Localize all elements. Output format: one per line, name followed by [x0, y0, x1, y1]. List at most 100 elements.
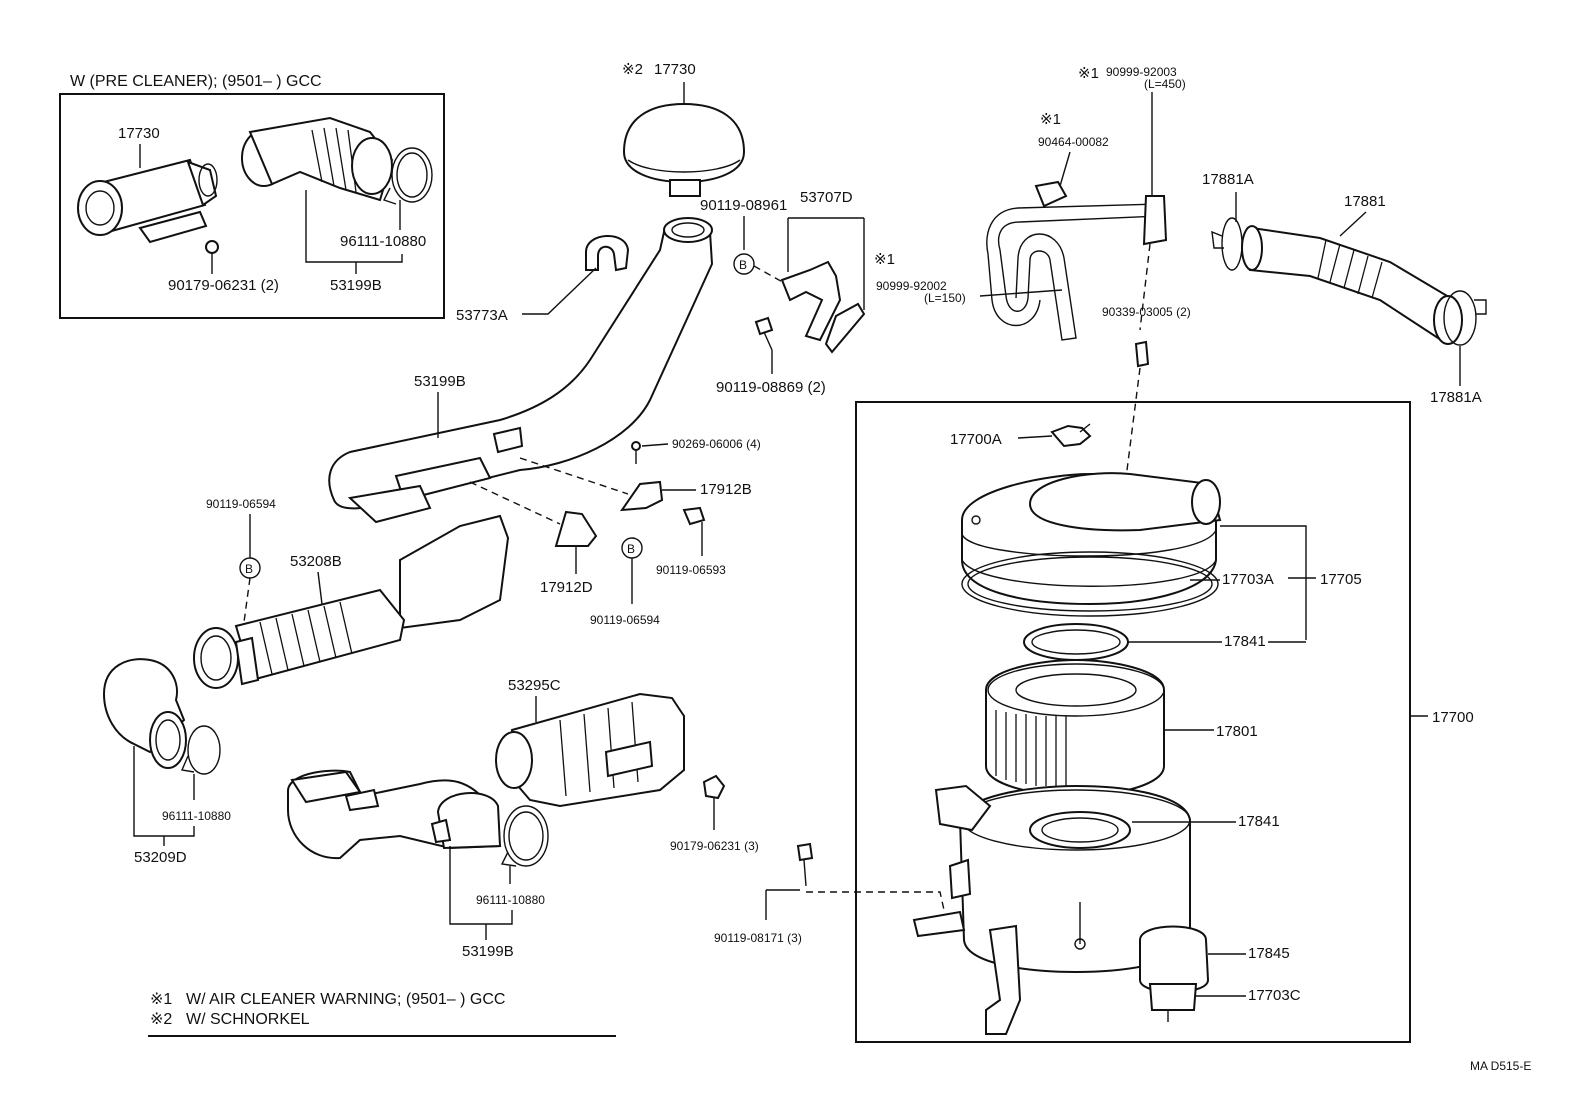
- label-17912D: 17912D: [540, 579, 593, 596]
- label-53199B-mid: 53199B: [414, 373, 466, 390]
- label-17700: 17700: [1432, 709, 1474, 726]
- label-17881A-top: 17881A: [1202, 171, 1254, 188]
- pre-cleaner-drawing: [77, 158, 218, 244]
- dashed-line: [469, 481, 561, 525]
- label-90999-92002: 90999-92002: [876, 279, 947, 293]
- bracket-17912B-drawing: [619, 480, 664, 512]
- leader: [1059, 151, 1071, 187]
- inset-clamp-drawing: [383, 147, 433, 205]
- label-53707D: 53707D: [800, 189, 853, 206]
- label-90999-92003: 90999-92003: [1106, 65, 1177, 79]
- bracket-53707D-drawing: [780, 260, 866, 354]
- leader: [1017, 435, 1053, 439]
- dashed-line: [519, 457, 629, 495]
- label-53295C: 53295C: [508, 677, 561, 694]
- clamp-lower-drawing: [500, 805, 549, 867]
- lower-duct-drawing: [287, 769, 502, 860]
- seal-17841-top-drawing: [1023, 623, 1129, 661]
- mark-1-hose: ※1: [874, 251, 895, 268]
- snorkel-cap-drawing: [622, 102, 746, 197]
- clamp-53209D-drawing: [181, 725, 221, 775]
- label-17801: 17801: [1216, 723, 1258, 740]
- leader: [305, 190, 403, 263]
- drawing-code: MA D515-E: [1470, 1059, 1531, 1073]
- element-17801-drawing: [985, 658, 1165, 798]
- indicator-17700A-drawing: [1050, 423, 1092, 448]
- note-1-text: W/ AIR CLEANER WARNING; (9501– ) GCC: [186, 991, 505, 1008]
- b-mark-right-text: B: [627, 542, 635, 556]
- label-17881A-bottom: 17881A: [1430, 389, 1482, 406]
- leader: [522, 267, 597, 315]
- leader: [1220, 525, 1307, 640]
- dashed-line: [243, 577, 251, 623]
- label-17700A: 17700A: [950, 431, 1002, 448]
- resonator-53295C-drawing: [495, 692, 685, 808]
- screw-head-drawing: [631, 441, 641, 451]
- label-53209D: 53209D: [134, 849, 187, 866]
- elbow-53209D-drawing: [102, 658, 187, 769]
- bracket-17912D-drawing: [554, 510, 598, 547]
- label-53199B-bottom: 53199B: [462, 943, 514, 960]
- bracket-53773A-drawing: [585, 235, 630, 272]
- b-mark-top: [733, 253, 755, 275]
- inset-title: W (PRE CLEANER); (9501– ) GCC: [70, 73, 322, 90]
- warning-hose-drawing: [986, 195, 1168, 341]
- clip-drawing: [1034, 180, 1068, 208]
- label-90269-06006: 90269-06006 (4): [672, 437, 761, 451]
- mark-1-clip: ※1: [1040, 111, 1061, 128]
- snorkel-tube-drawing: [328, 217, 714, 524]
- nut-inset-drawing: [205, 240, 219, 254]
- label-17730-top: 17730: [654, 61, 696, 78]
- cleaner-case-drawing: [912, 784, 1210, 1035]
- clamp-17881A-top-drawing: [1211, 217, 1243, 271]
- bolt-90119-06593-drawing: [682, 506, 706, 526]
- leader: [787, 217, 865, 310]
- label-17841-top: 17841: [1224, 633, 1266, 650]
- label-53208B: 53208B: [290, 553, 342, 570]
- hose-17881-drawing: [1241, 225, 1463, 345]
- bolt-90119-08869-drawing: [754, 316, 774, 351]
- inset-hose-drawing: [241, 116, 394, 202]
- inset-frame: [59, 93, 445, 319]
- label-96111-10880-inset: 96111-10880: [340, 233, 426, 250]
- label-17703A: 17703A: [1222, 571, 1274, 588]
- note-2-text: W/ SCHNORKEL: [186, 1011, 310, 1028]
- label-90119-06593: 90119-06593: [656, 563, 726, 577]
- mark-1-top: ※1: [1078, 65, 1099, 82]
- gasket-17703A-drawing: [961, 551, 1219, 617]
- label-90339-03005: 90339-03005 (2): [1102, 305, 1191, 319]
- label-17705: 17705: [1320, 571, 1362, 588]
- label-90999-92002-length: (L=150): [924, 291, 966, 305]
- label-53773A: 53773A: [456, 307, 508, 324]
- label-90119-06594-left: 90119-06594: [206, 497, 276, 511]
- label-96111-10880-bottom: 96111-10880: [476, 893, 545, 907]
- dashed-line: [1125, 367, 1141, 479]
- b-mark-top-text: B: [739, 258, 747, 272]
- air-cleaner-frame: [855, 401, 1411, 1043]
- label-90119-08869: 90119-08869 (2): [716, 379, 826, 396]
- cleaner-cap-drawing: [961, 472, 1222, 606]
- bolt-90119-08171-drawing: [796, 842, 814, 887]
- label-96111-10880-left: 96111-10880: [162, 809, 231, 823]
- label-17730-inset: 17730: [118, 125, 160, 142]
- b-mark-left-text: B: [245, 562, 253, 576]
- label-90119-08171-3: 90119-08171 (3): [714, 931, 802, 945]
- note-1-mark: ※1: [150, 991, 172, 1008]
- clamp-17881A-bottom-drawing: [1443, 290, 1487, 346]
- clip-90339-drawing: [1134, 340, 1150, 368]
- label-17703C: 17703C: [1248, 987, 1301, 1004]
- leader: [317, 571, 323, 605]
- dashed-line: [753, 265, 787, 285]
- leader: [979, 289, 1063, 297]
- leader: [449, 846, 513, 925]
- leader: [1339, 211, 1367, 237]
- label-17845: 17845: [1248, 945, 1290, 962]
- label-90999-92003-length: (L=450): [1144, 77, 1186, 91]
- label-90179-06231-3: 90179-06231 (3): [670, 839, 759, 853]
- label-17881: 17881: [1344, 193, 1386, 210]
- label-90179-06231-inset: 90179-06231 (2): [168, 277, 279, 294]
- leader: [641, 443, 669, 447]
- label-90119-08961: 90119-08961: [700, 197, 787, 214]
